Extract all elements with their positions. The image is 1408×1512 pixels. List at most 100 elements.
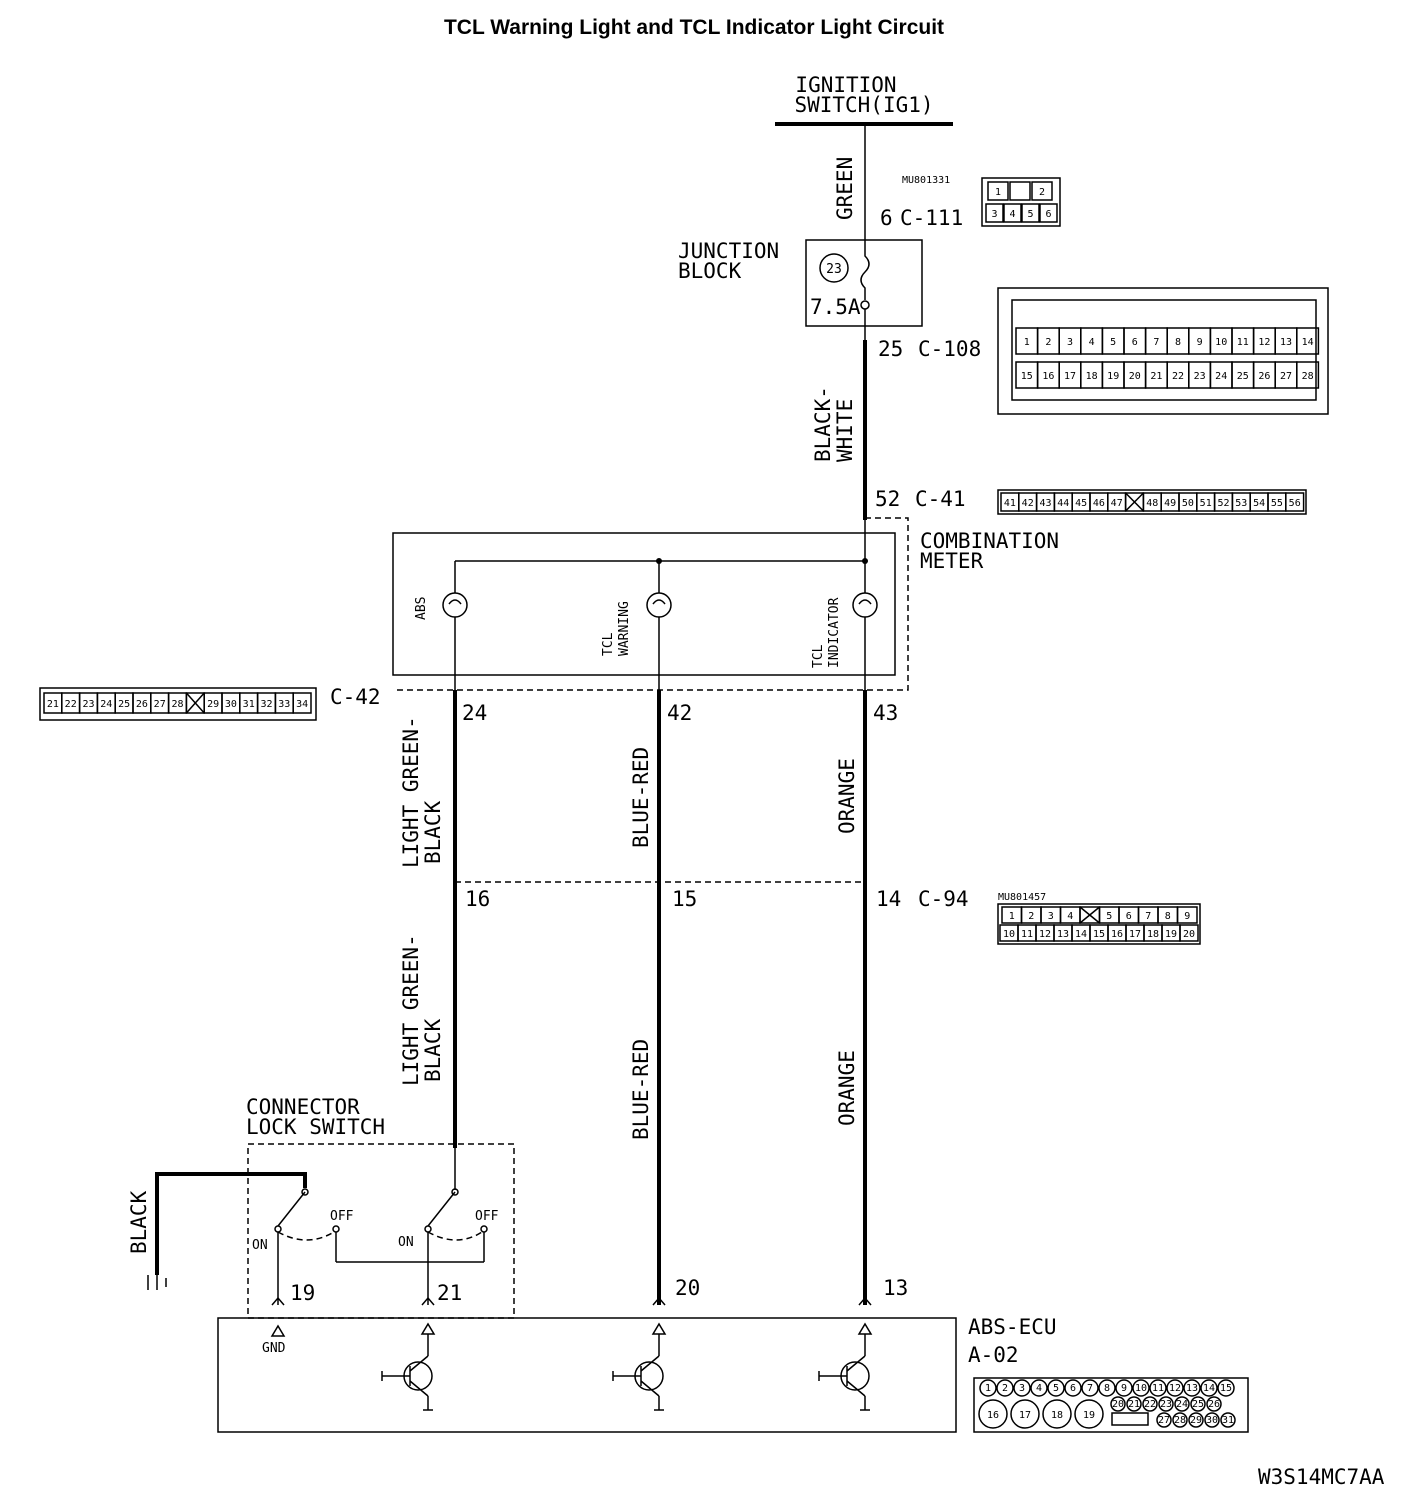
connector-pin: 13 xyxy=(1057,929,1069,940)
connector-pin: 23 xyxy=(1194,371,1206,382)
connector-pin: 10 xyxy=(1215,337,1227,348)
connector-cell xyxy=(292,692,312,714)
connector-pin: 6 xyxy=(1070,1383,1076,1394)
connector-pin: 21 xyxy=(47,699,59,710)
connector-pin: 50 xyxy=(1182,498,1194,509)
switch1-on: ON xyxy=(252,1238,268,1253)
connector-cell xyxy=(1064,1379,1082,1397)
connector-cell xyxy=(1110,1396,1126,1412)
lock-switch-label-1: CONNECTOR xyxy=(246,1095,360,1119)
connector-cell xyxy=(1003,203,1022,223)
tcl-warning-label-1: TCL xyxy=(601,632,616,656)
connector-cell xyxy=(1042,1399,1072,1429)
connector-cell xyxy=(1031,181,1053,201)
fuse-symbol xyxy=(860,240,870,300)
gnd-label: GND xyxy=(262,1341,286,1356)
connector-pin: 53 xyxy=(1235,498,1247,509)
connector-pin: 44 xyxy=(1057,498,1069,509)
connector-pin: 15 xyxy=(1093,929,1105,940)
connector-pin: 2 xyxy=(1045,337,1051,348)
connector-pin: 30 xyxy=(225,699,237,710)
connector-pin: 20 xyxy=(1129,371,1141,382)
connector-pin: 5 xyxy=(1106,911,1112,922)
green-wire-label: GREEN xyxy=(833,157,857,220)
connector-pin: 2 xyxy=(1028,911,1034,922)
junction-block xyxy=(805,239,923,327)
connector-pin: 18 xyxy=(1051,1410,1063,1421)
connector-pin: 30 xyxy=(1206,1415,1218,1426)
connector-cell xyxy=(1009,181,1031,201)
black-white-label-1: BLACK- xyxy=(811,386,835,462)
connector-pin: 20 xyxy=(1112,1399,1124,1410)
connector-pin: 7 xyxy=(1087,1383,1093,1394)
blue-red-label-1: BLUE-RED xyxy=(629,747,653,848)
c94-name: C-94 xyxy=(918,887,969,911)
connector-pin: 25 xyxy=(1192,1399,1204,1410)
tcl-indicator-label-2: INDICATOR xyxy=(827,597,842,668)
connector-pin: 21 xyxy=(1128,1399,1140,1410)
connector-pin: 19 xyxy=(1165,929,1177,940)
ignition-label-1: IGNITION xyxy=(795,73,896,97)
connector-pin: 19 xyxy=(1083,1410,1095,1421)
lgb-label-2a: LIGHT GREEN- xyxy=(399,934,423,1086)
connector-cell xyxy=(1126,1396,1142,1412)
connector-pin: 10 xyxy=(1003,929,1015,940)
connector-pin: 29 xyxy=(207,699,219,710)
connector-pin: 27 xyxy=(154,699,166,710)
c41-name: C-41 xyxy=(915,487,966,511)
junction-label-2: BLOCK xyxy=(678,259,742,283)
connector-cell xyxy=(1158,1396,1174,1412)
connector-pin: 28 xyxy=(171,699,183,710)
connector-cell xyxy=(1047,1379,1065,1397)
connector-pin: 3 xyxy=(1067,337,1073,348)
connector-pin: 7 xyxy=(1145,911,1151,922)
connector-cell xyxy=(1206,1396,1222,1412)
connector-cell xyxy=(1285,492,1305,512)
connector-pin: 20 xyxy=(1183,929,1195,940)
connector-pin: 34 xyxy=(296,699,308,710)
fuse-number: 23 xyxy=(826,262,842,277)
c42-pin-abs: 24 xyxy=(462,701,487,725)
connector-cell xyxy=(1183,1379,1201,1397)
connector-pin: 48 xyxy=(1146,498,1158,509)
connector-cell xyxy=(1217,1379,1235,1397)
connector-pin: 23 xyxy=(82,699,94,710)
connector-cell xyxy=(1142,1396,1158,1412)
connector-pin: 10 xyxy=(1135,1383,1147,1394)
connector-pin: 42 xyxy=(1022,498,1034,509)
c42-pin-warning: 42 xyxy=(667,701,692,725)
connector-pin: 4 xyxy=(1009,209,1015,220)
connector-pin: 9 xyxy=(1184,911,1190,922)
orange-label-2: ORANGE xyxy=(835,1050,859,1126)
connector-pin: 6 xyxy=(1126,911,1132,922)
connector-cell xyxy=(1166,1379,1184,1397)
connector-pin: 26 xyxy=(136,699,148,710)
connector-pin: 43 xyxy=(1039,498,1051,509)
lgb-label-1a: LIGHT GREEN- xyxy=(399,716,423,868)
connector-cell xyxy=(1188,1412,1204,1428)
connector-pin: 32 xyxy=(260,699,272,710)
connector-pin: 31 xyxy=(243,699,255,710)
connector-pin: 41 xyxy=(1004,498,1016,509)
connector-pin: 25 xyxy=(1237,371,1249,382)
connector-cell xyxy=(1296,327,1320,355)
connector-pin: 22 xyxy=(65,699,77,710)
combination-meter-label-1: COMBINATION xyxy=(920,529,1059,553)
connector-pin: 45 xyxy=(1075,498,1087,509)
ecu-pin-19: 19 xyxy=(290,1281,315,1305)
gnd-symbol xyxy=(270,1324,286,1337)
connector-cell xyxy=(1081,1379,1099,1397)
lock-switch-label-2: LOCK SWITCH xyxy=(246,1115,385,1139)
connector-cell xyxy=(985,203,1004,223)
switch2-off: OFF xyxy=(475,1209,499,1224)
combination-meter-label-2: METER xyxy=(920,549,984,573)
fuse-rating: 7.5A xyxy=(810,295,861,319)
connector-pin: 26 xyxy=(1258,371,1270,382)
connector-pin: 25 xyxy=(118,699,130,710)
connector-pin: 2 xyxy=(1039,187,1045,198)
c94-pin-or: 14 xyxy=(876,887,901,911)
connector-pin: 55 xyxy=(1271,498,1283,509)
